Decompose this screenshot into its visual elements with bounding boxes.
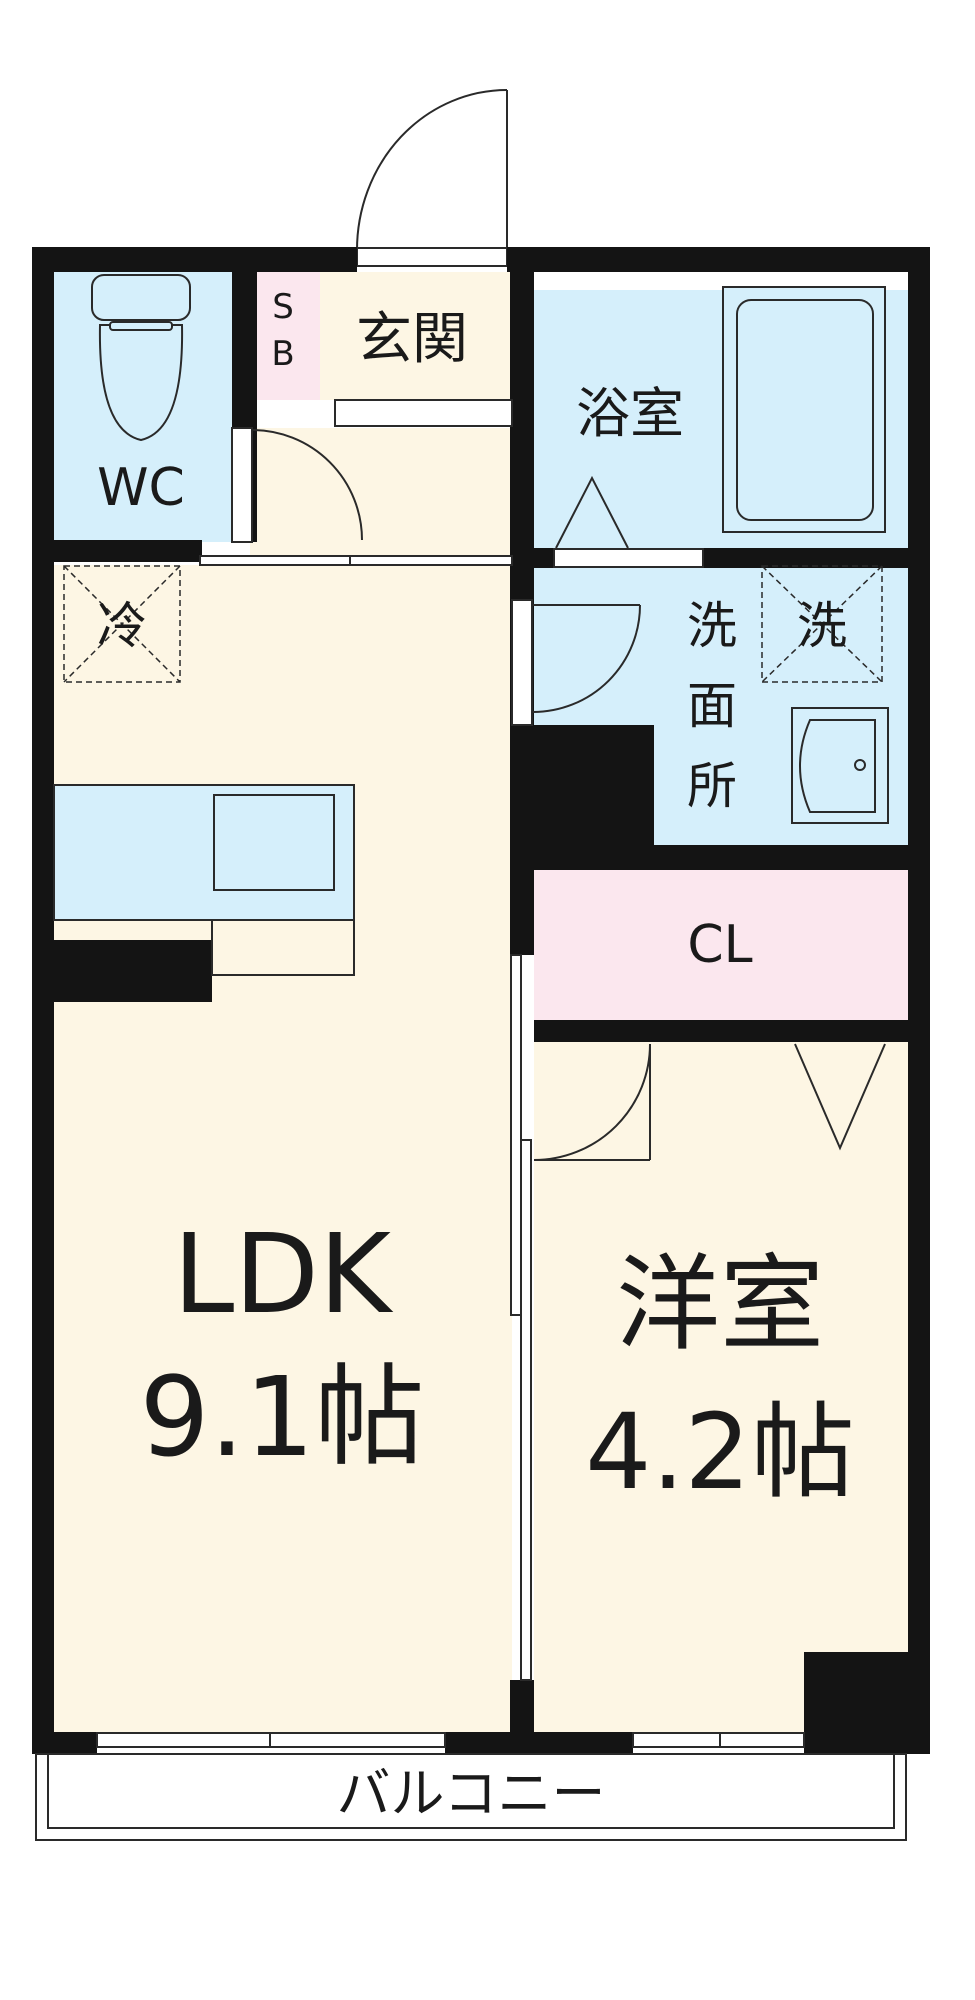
washer-label: 洗: [797, 597, 847, 655]
kitchen-sink-icon: [213, 794, 335, 891]
genkan-floor: [320, 272, 512, 400]
bathtub-icon: [722, 286, 886, 533]
ldk-floor: [52, 565, 512, 1733]
sb-floor: [257, 272, 320, 400]
washer-space: [761, 565, 883, 683]
washroom-label-1: 洗: [687, 597, 737, 655]
kitchen-counter: [53, 784, 355, 976]
entry-door: [356, 89, 508, 267]
fridge-label: 冷: [97, 597, 147, 655]
ldk-size-label: 9.1帖: [140, 1353, 425, 1481]
balcony: [35, 1753, 907, 1841]
washroom-label-3: 所: [687, 757, 737, 815]
wc-label: WC: [97, 458, 185, 518]
door-swings: [251, 429, 886, 1161]
western-name-label: 洋室: [616, 1243, 824, 1365]
door-swing-icon: [532, 604, 641, 713]
western-size-label: 4.2帖: [585, 1391, 854, 1513]
door-swing-icon: [251, 429, 363, 541]
door-swing-icon: [533, 1043, 651, 1161]
washbasin-icon: [791, 707, 889, 824]
openings: [96, 399, 805, 1748]
bath-door-icon: [555, 475, 629, 549]
sb-label-b: B: [271, 334, 294, 374]
hall-floor: [250, 428, 512, 568]
balcony-label: バルコニー: [337, 1762, 606, 1825]
ldk-name-label: LDK: [173, 1210, 394, 1338]
sb-label-s: S: [272, 287, 294, 327]
genkan-label: 玄関: [356, 307, 468, 372]
toilet-icon: [91, 274, 191, 442]
labels: WC S B 玄関 浴室 冷 洗 面 所 洗 CL LDK 9.1帖 洋室 4.…: [97, 287, 855, 1825]
western-floor: [534, 1042, 908, 1732]
closet-label: CL: [687, 915, 752, 975]
fridge-space: [63, 565, 181, 683]
closet-floor: [534, 870, 908, 1020]
washroom-label-2: 面: [687, 677, 737, 735]
bath-label: 浴室: [576, 382, 684, 445]
closet-door-icon: [794, 1043, 886, 1151]
